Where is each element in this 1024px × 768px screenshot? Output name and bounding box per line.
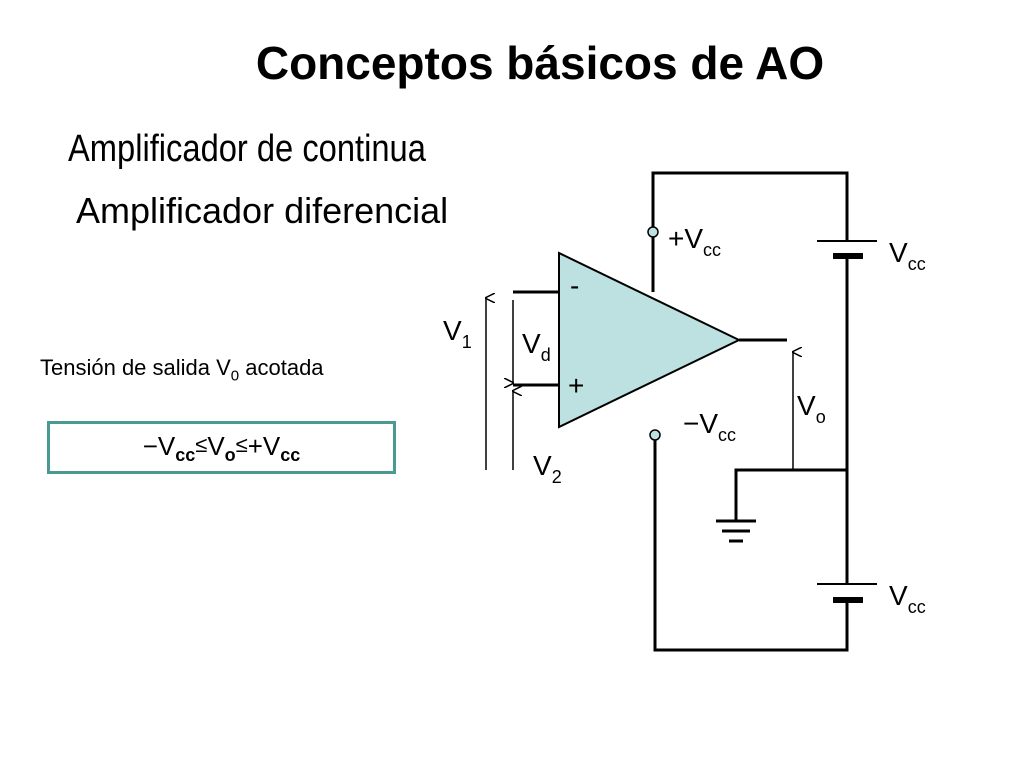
formula-v: V [207, 431, 225, 461]
formula-plus-v: +V [247, 431, 281, 461]
negative-supply-terminal-icon [649, 429, 661, 441]
label-minus-vcc: −Vcc [683, 408, 736, 445]
note-text: Tensión de salida V [40, 355, 231, 380]
label-v2: V2 [533, 450, 562, 487]
formula-sub-cc: cc [175, 445, 196, 466]
note-suffix: acotada [239, 355, 324, 380]
label-plus-vcc: +Vcc [668, 223, 721, 260]
label-vcc-top: Vcc [889, 237, 926, 274]
slide-title: Conceptos básicos de AO [255, 37, 825, 89]
opamp-triangle-icon [558, 251, 742, 429]
label-vd: Vd [522, 328, 551, 365]
positive-supply-terminal-icon [647, 226, 659, 238]
supply-wires [651, 171, 849, 652]
output-bounds-formula: −Vcc≤Vo≤+Vcc [47, 421, 396, 474]
noninverting-sign: + [568, 370, 584, 401]
formula-sub-o: o [224, 445, 236, 466]
label-vo: Vo [797, 390, 826, 427]
subtitle-differential-amplifier: Amplificador diferencial [76, 190, 449, 231]
subtitle-dc-amplifier: Amplificador de continua [68, 128, 426, 170]
formula-minus-v: −V [142, 431, 176, 461]
formula-le: ≤ [195, 432, 208, 457]
ground-icon [716, 519, 756, 543]
formula-sub-cc: cc [280, 445, 301, 466]
label-vcc-bottom: Vcc [889, 580, 926, 617]
label-v1: V1 [443, 315, 472, 352]
inverting-sign: - [570, 270, 579, 301]
note-sub: 0 [230, 367, 240, 385]
battery-top-icon [817, 240, 877, 259]
battery-bottom-icon [817, 583, 877, 603]
output-voltage-note: Tensión de salida V0 acotada [40, 355, 324, 384]
voltage-arrows [486, 298, 793, 470]
formula-le: ≤ [235, 432, 248, 457]
